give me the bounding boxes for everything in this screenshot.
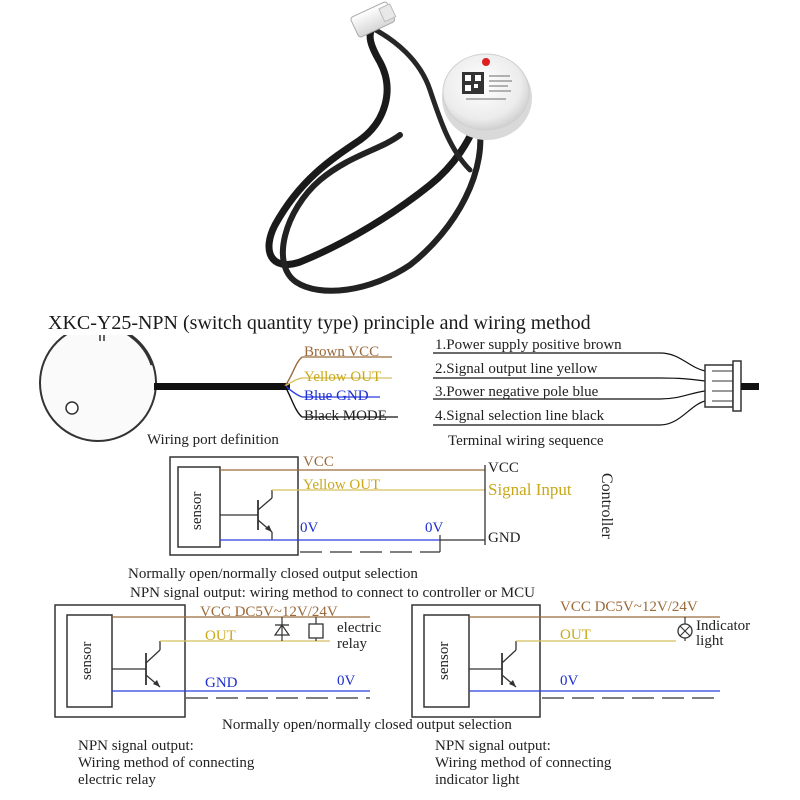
light-sensor-label: sensor (436, 641, 452, 680)
indicator-light-circuit (411, 604, 720, 718)
ctrl-caption-1: Normally open/normally closed output sel… (128, 566, 418, 582)
relay-out: OUT (205, 628, 236, 644)
wire-label-black: Black MODE (304, 408, 387, 424)
cable-loop-2 (279, 115, 484, 294)
terminal-item-3: 3.Power negative pole blue (435, 384, 599, 400)
relay-vcc: VCC DC5V~12V/24V (200, 604, 338, 620)
ctrl-signal-input: Signal Input (488, 480, 572, 499)
sensor-product-photo (265, 1, 532, 294)
relay-gnd: GND (205, 675, 238, 691)
wire-black (284, 385, 303, 418)
light-0v: 0V (560, 673, 579, 689)
status-led (482, 58, 490, 66)
controller-sensor-label: sensor (189, 491, 205, 530)
ctrl-vcc-right: VCC (488, 460, 519, 476)
light-out: OUT (560, 627, 591, 643)
bottom-center-caption: Normally open/normally closed output sel… (222, 717, 512, 733)
connector (350, 1, 397, 38)
relay-caption-2: Wiring method of connecting (78, 755, 255, 771)
port-definition-diagram (39, 335, 759, 718)
light-caption-2: Wiring method of connecting (435, 755, 612, 771)
label-lines (466, 75, 512, 100)
wire-blue (284, 385, 303, 398)
light-vcc: VCC DC5V~12V/24V (560, 599, 698, 615)
wire-yellow (284, 377, 303, 387)
terminal-lines (433, 352, 706, 426)
terminal-item-1: 1.Power supply positive brown (435, 337, 622, 353)
wire-brown (284, 356, 303, 387)
wire-label-brown: Brown VCC (304, 344, 380, 360)
relay-circuit (54, 604, 370, 718)
diagram-title: XKC-Y25-NPN (switch quantity type) princ… (48, 312, 591, 334)
wire-label-blue: Blue GND (304, 388, 369, 404)
ctrl-0v-left: 0V (300, 520, 319, 536)
light-caption-1: NPN signal output: (435, 738, 551, 754)
ctrl-out-left: Yellow OUT (303, 477, 381, 493)
wire-label-yellow: Yellow OUT (304, 369, 382, 385)
relay-sensor-label: sensor (79, 641, 95, 680)
ctrl-vcc-left: VCC (303, 454, 334, 470)
terminal-connector (704, 360, 759, 412)
ctrl-caption-2: NPN signal output: wiring method to conn… (130, 585, 535, 601)
terminal-item-4: 4.Signal selection line black (435, 408, 605, 424)
light-label-2: light (696, 633, 724, 649)
port-caption: Wiring port definition (147, 432, 279, 448)
controller-circuit (169, 456, 486, 556)
ctrl-gnd: GND (488, 530, 521, 546)
terminal-caption: Terminal wiring sequence (448, 433, 604, 449)
light-label-1: Indicator (696, 618, 751, 634)
relay-caption-1: NPN signal output: (78, 738, 194, 754)
terminal-item-2: 2.Signal output line yellow (435, 361, 598, 377)
cable (265, 24, 482, 268)
controller-label: Controller (598, 473, 615, 539)
relay-label-1: electric (337, 620, 382, 636)
relay-caption-3: electric relay (78, 772, 156, 788)
cable-loop-3 (369, 25, 473, 173)
mounting-hole (65, 401, 79, 415)
light-caption-3: indicator light (435, 772, 520, 788)
relay-label-2: relay (337, 636, 367, 652)
relay-0v: 0V (337, 673, 356, 689)
sensor-cable (154, 383, 290, 390)
ctrl-0v-right: 0V (425, 520, 444, 536)
sensor-side-view (39, 335, 157, 442)
